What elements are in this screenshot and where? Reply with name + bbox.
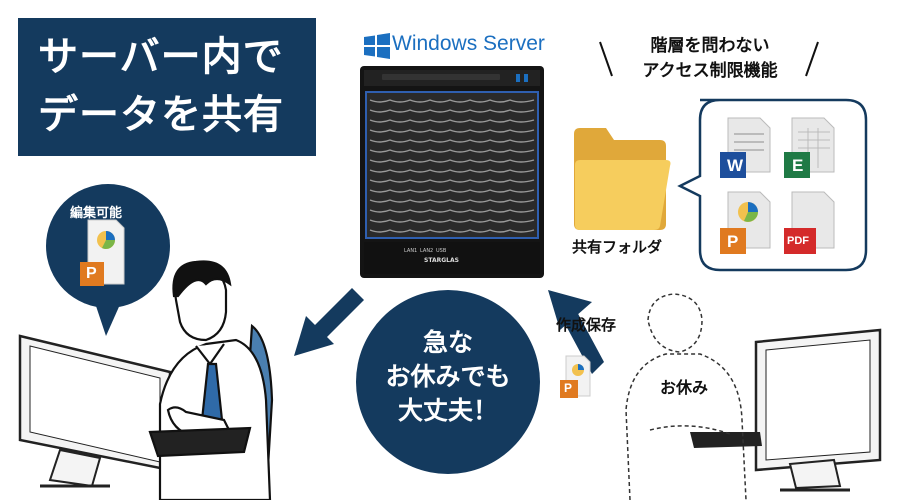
access-slash-right (805, 41, 819, 77)
sudden-line-1: 急な (422, 328, 473, 357)
left-monitor (18, 334, 172, 488)
shared-folder-icon (574, 128, 671, 230)
shared-folder-label: 共有フォルダ (572, 238, 663, 256)
headline-line-1: サーバー内で (38, 34, 284, 80)
access-slash-left (599, 41, 613, 77)
word-badge-label: W (727, 156, 744, 175)
windows-logo-icon (364, 33, 390, 59)
port-label-lan2: LAN2 (420, 248, 433, 254)
files-bubble (677, 98, 868, 272)
editable-label: 編集可能 (70, 206, 123, 221)
absent-label: お休み (660, 378, 709, 397)
office-worker (148, 260, 274, 500)
access-line-1: 階層を問わない (650, 36, 770, 56)
excel-badge-label: E (792, 156, 804, 175)
saved-badge-label: P (564, 381, 573, 395)
excel-file-icon (784, 117, 835, 178)
edit-bubble (46, 184, 170, 336)
port-label-usb: USB (436, 248, 447, 254)
sudden-line-2: お休みでも (385, 362, 511, 391)
server-mesh (369, 99, 535, 233)
created-saved-label: 作成保存 (556, 316, 617, 334)
server-brand: STARGLAS (424, 257, 459, 264)
windows-server-label: Windows Server (392, 32, 545, 55)
saved-file-icon (560, 355, 591, 398)
access-control-caption: 階層を問わない アクセス制限機能 (612, 34, 808, 84)
word-file-icon (720, 117, 771, 178)
headline-box: サーバー内で データを共有 (18, 18, 316, 156)
server-unit: LAN1 LAN2 USB STARGLAS (360, 66, 544, 278)
sudden-leave-circle (356, 290, 540, 474)
absent-person-outline (625, 293, 747, 500)
sudden-leave-text: 急な お休みでも 大丈夫！ (358, 326, 538, 428)
port-label-lan1: LAN1 (404, 248, 417, 254)
powerpoint-badge-label: P (727, 232, 739, 251)
pdf-file-icon (784, 191, 835, 254)
right-monitor (690, 328, 882, 492)
arrow-to-server (548, 290, 604, 374)
sudden-line-3: 大丈夫！ (397, 396, 498, 425)
editable-badge-label: P (86, 265, 97, 282)
pdf-badge-label: PDF (787, 235, 809, 247)
headline-line-2: データを共有 (38, 92, 284, 138)
access-line-2: アクセス制限機能 (642, 61, 778, 81)
powerpoint-file-icon (720, 191, 771, 254)
arrow-to-user (294, 288, 364, 356)
